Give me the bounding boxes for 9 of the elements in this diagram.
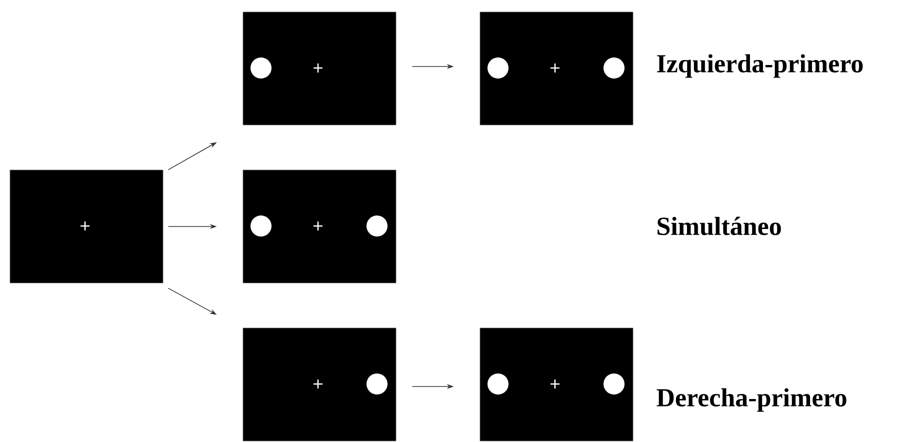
condition-label: Simultáneo: [658, 216, 781, 236]
stimulus-screen: [10, 170, 164, 284]
stimulus-screen: [480, 12, 634, 126]
stimulus-screen: [242, 170, 396, 284]
stimulus-screen: [242, 328, 396, 442]
stimulus-screen: [242, 12, 396, 126]
condition-label: Izquierda-primero: [657, 54, 863, 78]
condition-label: Derecha-primero: [656, 388, 846, 412]
stimulus-screen: [480, 328, 634, 442]
